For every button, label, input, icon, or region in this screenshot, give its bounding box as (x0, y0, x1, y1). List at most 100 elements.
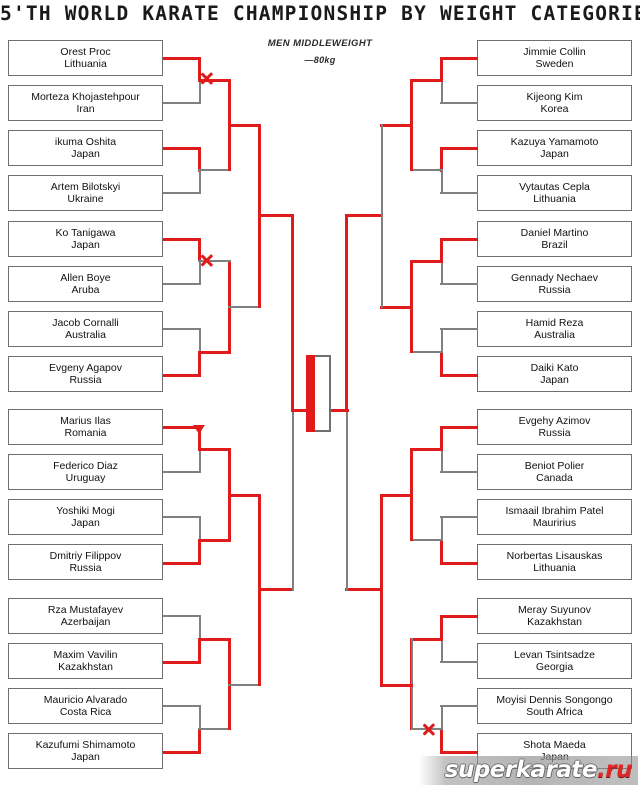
weight-label: —80kg (304, 55, 336, 65)
bracket-line-loser (198, 516, 201, 540)
bracket-line-winner (440, 146, 478, 150)
competitor-name: Mauricio Alvarado (43, 693, 128, 706)
bracket-line-loser (163, 705, 201, 707)
bracket-line-winner (380, 494, 413, 497)
bracket-line-winner (198, 425, 201, 450)
competitor-country: Russia (538, 284, 571, 296)
bracket-line-loser (440, 471, 478, 473)
bracket-line-winner (163, 373, 201, 377)
bracket-line-loser (198, 615, 201, 639)
competitor-name: Marius Ilas (60, 414, 111, 427)
watermark: superkarate.ru (418, 756, 638, 785)
bracket-line-winner (163, 146, 201, 150)
page-title: 5'TH WORLD KARATE CHAMPIONSHIP BY WEIGHT… (0, 2, 640, 25)
bracket-line-loser (198, 728, 231, 730)
competitor-name: ikuma Oshita (54, 135, 117, 148)
competitor-name: Kazufumi Shimamoto (35, 738, 136, 751)
competitor-country: South Africa (526, 706, 583, 718)
bracket-line-loser (163, 102, 201, 104)
competitor-country: Japan (71, 148, 100, 160)
competitor-name: Rza Mustafayev (47, 603, 124, 616)
competitor-country: Japan (71, 751, 100, 763)
bracket-line-winner (410, 79, 443, 82)
bracket-line-winner (198, 79, 231, 82)
bracket-line-winner (258, 214, 294, 217)
advance-arrow-icon (193, 425, 205, 434)
competitor-name: Norbertas Lisauskas (506, 549, 603, 562)
bracket-line-winner (198, 638, 201, 663)
competitor-country: Romania (64, 427, 107, 439)
competitor-name: Moyisi Dennis Songongo (496, 693, 613, 706)
bracket-line-winner (440, 351, 443, 376)
bracket-line-winner (440, 146, 443, 172)
bracket-line-loser (198, 705, 201, 729)
bracket-line-loser (198, 169, 231, 171)
competitor-name: Shota Maeda (523, 738, 586, 751)
bracket-line-loser (198, 260, 231, 262)
bracket-line-winner (228, 494, 261, 497)
bracket-line-loser (198, 260, 201, 285)
bracket-line-winner (380, 124, 413, 127)
competitor-country: Kazakhstan (58, 661, 113, 673)
bracket-line-loser (440, 102, 478, 104)
bracket-line-loser (440, 328, 443, 352)
competitor-country: Ukraine (67, 193, 104, 205)
bracket-line-loser (440, 328, 478, 330)
competitor-name: Levan Tsintsadze (514, 648, 595, 661)
bracket-line-winner (440, 56, 478, 60)
competitor-country: Japan (71, 517, 100, 529)
final-winner-bar (306, 355, 315, 432)
bracket-line-loser (198, 169, 201, 194)
bracket-line-winner (410, 448, 443, 451)
bracket-line-loser (440, 705, 478, 707)
competitor-country: Sweden (535, 58, 574, 70)
bracket-line-winner (258, 588, 294, 591)
competitor-name: Daniel Martino (520, 226, 589, 239)
competitor-name: Kijeong Kim (526, 90, 583, 103)
competitor-country: Uruguay (65, 472, 106, 484)
bracket-line-winner (440, 539, 443, 564)
competitor-name: Jacob Cornalli (52, 316, 119, 329)
bracket-line-winner (198, 237, 201, 262)
bracket-line-winner (228, 124, 261, 127)
competitor-country: Kazakhstan (527, 616, 582, 628)
competitor-name: Meray Suyunov (518, 603, 591, 616)
bracket-line-winner (380, 684, 413, 687)
bracket-line-loser (440, 516, 478, 518)
competitor-name: Yoshiki Mogi (56, 504, 115, 517)
bracket-line-winner (163, 56, 201, 60)
competitor-name: Hamid Reza (525, 316, 584, 329)
bracket-line-loser (440, 79, 443, 103)
